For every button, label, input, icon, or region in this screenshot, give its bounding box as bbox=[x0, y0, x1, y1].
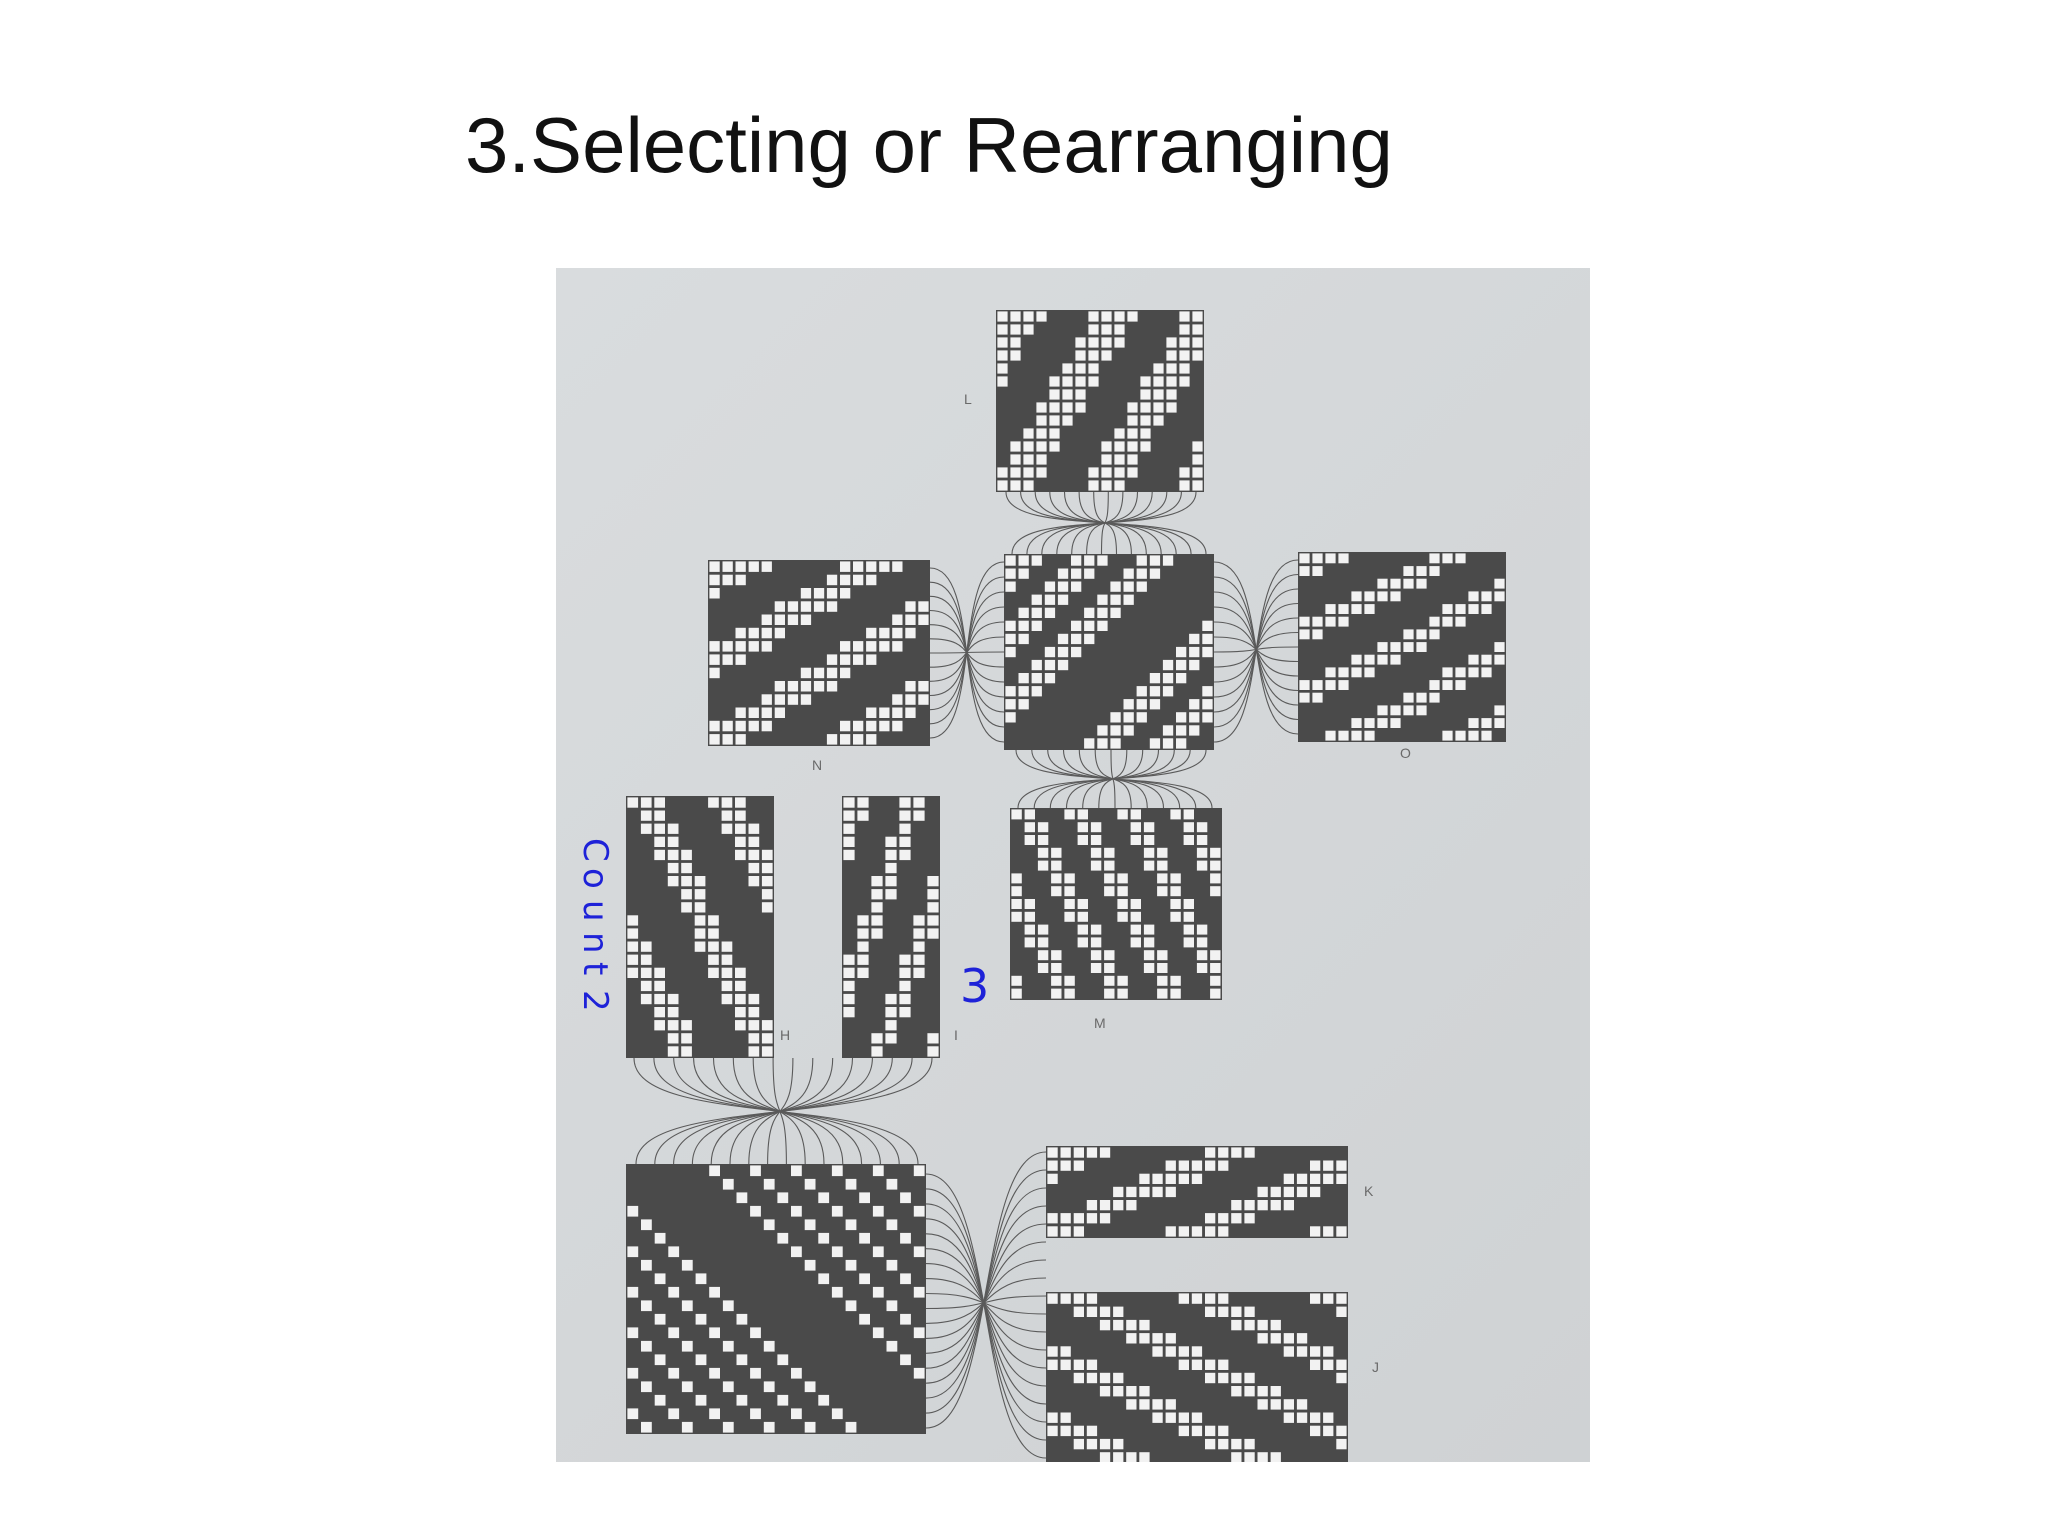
weave-diagram: L N O M H I K J C o u n t 2 3 bbox=[575, 310, 1506, 1462]
panel-h bbox=[626, 796, 774, 1058]
pattern-panels bbox=[626, 310, 1506, 1462]
panel-big bbox=[626, 1164, 926, 1434]
hand-letter-n: n bbox=[575, 932, 615, 954]
connectors-l-center bbox=[1005, 491, 1207, 555]
panel-j bbox=[1046, 1292, 1348, 1462]
connectors-hi-big bbox=[633, 1057, 933, 1165]
hand-digit-2: 2 bbox=[575, 990, 615, 1012]
connectors-n-center bbox=[929, 561, 1005, 743]
panel-center bbox=[1004, 554, 1214, 750]
label-m: M bbox=[1094, 1015, 1106, 1031]
label-k: K bbox=[1364, 1183, 1374, 1199]
hand-letter-o: o bbox=[575, 868, 615, 889]
connector-lines bbox=[633, 491, 1299, 1459]
panel-n bbox=[708, 560, 930, 746]
slide-title: 3.Selecting or Rearranging bbox=[465, 101, 1393, 189]
label-l: L bbox=[964, 391, 972, 407]
panel-m bbox=[1010, 808, 1222, 1000]
weave-diagram-photo: L N O M H I K J C o u n t 2 3 bbox=[556, 268, 1590, 1462]
hand-letter-c: C bbox=[575, 838, 615, 862]
label-o: O bbox=[1400, 745, 1411, 761]
hand-letter-t: t bbox=[575, 962, 615, 975]
label-j: J bbox=[1372, 1359, 1379, 1375]
connectors-big-kj bbox=[925, 1151, 1047, 1459]
hand-letter-u: u bbox=[575, 900, 615, 922]
connectors-center-m bbox=[1015, 749, 1213, 809]
label-n: N bbox=[812, 757, 822, 773]
label-h: H bbox=[780, 1027, 790, 1043]
label-i: I bbox=[954, 1027, 958, 1043]
handwritten-count-label: C o u n t 2 bbox=[575, 838, 615, 1012]
connectors-center-o bbox=[1213, 559, 1299, 743]
panel-l bbox=[996, 310, 1204, 492]
panel-o bbox=[1298, 552, 1506, 742]
panel-i bbox=[842, 796, 940, 1058]
handwritten-number: 3 bbox=[960, 959, 989, 1013]
panel-k bbox=[1046, 1146, 1348, 1238]
